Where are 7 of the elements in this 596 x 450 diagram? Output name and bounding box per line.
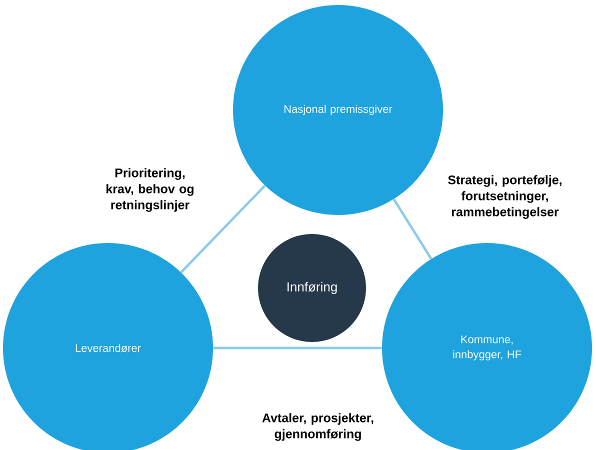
circle-node: Nasjonal premissgiver: [233, 5, 443, 215]
relation-label: Prioritering, krav, behov og retningslinjer: [106, 168, 194, 212]
connector-line: [392, 198, 432, 260]
connector-line: [213, 346, 382, 350]
connector-line: [180, 184, 266, 274]
circle-node: Innføring: [258, 234, 366, 342]
relation-label: Strategi, portefølje, forutsetninger, rammebetingelser: [448, 175, 562, 219]
